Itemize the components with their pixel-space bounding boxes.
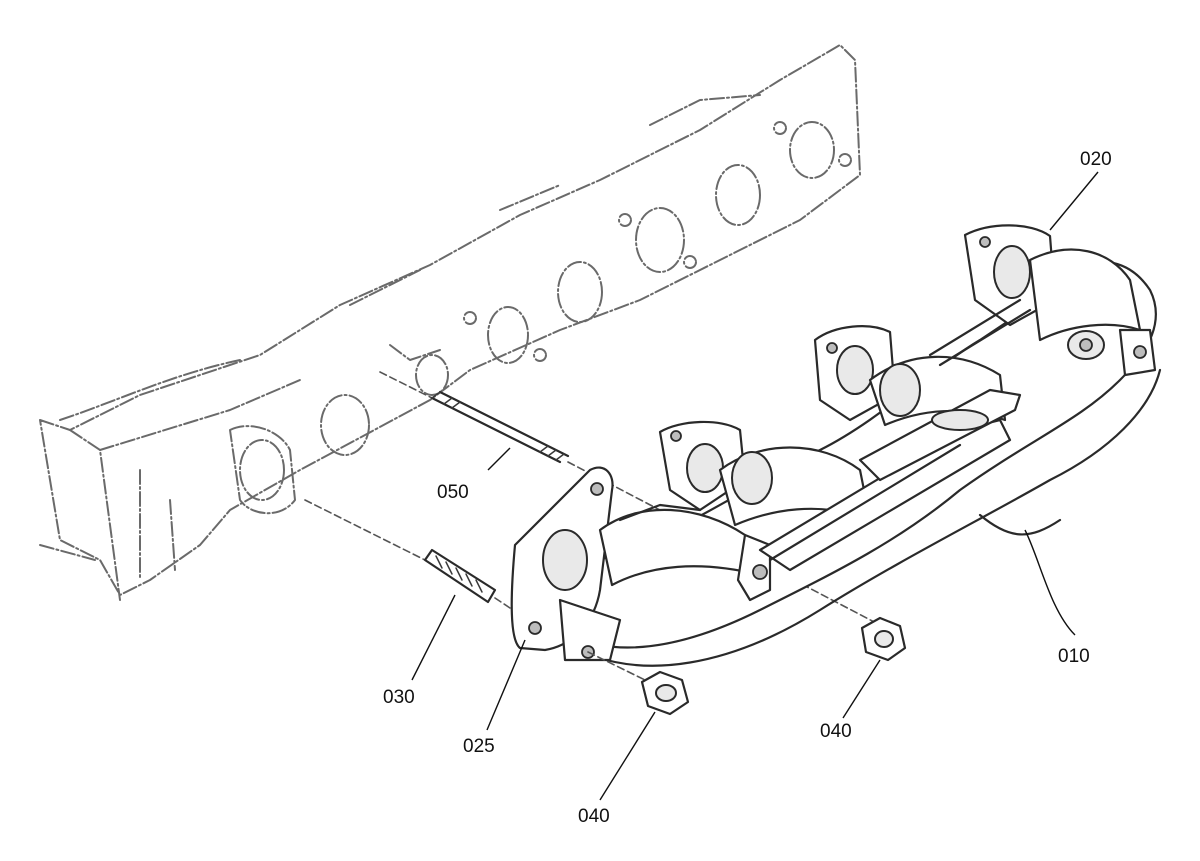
leader-lines bbox=[411, 171, 1099, 801]
callout-030: 030 bbox=[383, 687, 415, 708]
exhaust-manifold-010 bbox=[510, 224, 1162, 667]
nut-040-right bbox=[860, 616, 907, 662]
callout-labels: 020 010 050 030 025 040 040 bbox=[383, 149, 1112, 827]
leader-030 bbox=[411, 594, 456, 681]
leader-010 bbox=[1024, 529, 1076, 636]
callout-040-bottom: 040 bbox=[578, 806, 610, 827]
leader-040-bottom bbox=[599, 711, 656, 801]
cylinder-head bbox=[39, 44, 861, 601]
callout-010: 010 bbox=[1058, 646, 1090, 667]
leader-050 bbox=[487, 447, 511, 471]
leader-020 bbox=[1049, 171, 1099, 231]
leader-040-right bbox=[842, 659, 881, 719]
callout-050: 050 bbox=[437, 482, 469, 503]
callout-020: 020 bbox=[1080, 149, 1112, 170]
long-stud-050 bbox=[379, 371, 881, 626]
callout-025: 025 bbox=[463, 736, 495, 757]
short-stud-030 bbox=[304, 499, 526, 619]
callout-040-right: 040 bbox=[820, 721, 852, 742]
leader-025 bbox=[486, 639, 526, 731]
nut-040-bottom bbox=[587, 651, 690, 716]
